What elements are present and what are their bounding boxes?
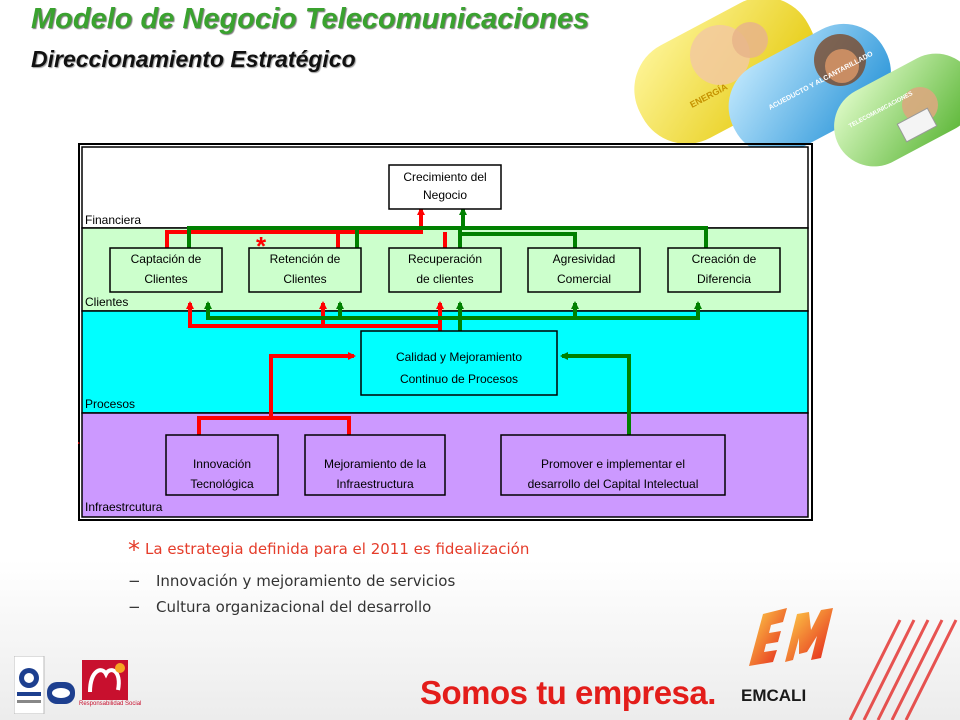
svg-text:Calidad y Mejoramiento: Calidad y Mejoramiento <box>396 350 522 364</box>
arrow-green-to-agresividad <box>460 301 702 320</box>
diagram-star-marker: * <box>256 231 267 261</box>
svg-text:Retención de: Retención de <box>270 252 341 266</box>
decorative-stripes <box>848 619 958 720</box>
svg-text:desarrollo del Capital Intelec: desarrollo del Capital Intelectual <box>528 477 699 491</box>
box-captacion: Captación de Clientes <box>109 247 223 293</box>
note-star-marker: * <box>128 536 140 564</box>
svg-text:Mejoramiento de la: Mejoramiento de la <box>324 457 426 471</box>
box-mejoramiento: Mejoramiento de la Infraestructura <box>304 434 446 496</box>
svg-text:Innovación: Innovación <box>193 457 251 471</box>
svg-text:Tecnológica: Tecnológica <box>190 477 254 491</box>
svg-text:Negocio: Negocio <box>423 188 467 202</box>
arrow-red-infra-calidad <box>197 416 351 435</box>
svg-text:Captación de: Captación de <box>131 252 202 266</box>
page-subtitle: Direccionamiento Estratégico <box>31 46 356 72</box>
slogan: Somos tu empresa. <box>420 674 716 711</box>
box-recuperacion: Recuperación de clientes <box>388 247 502 293</box>
svg-text:Diferencia: Diferencia <box>697 272 751 286</box>
note-item-1: −Innovación y mejoramiento de servicios <box>128 572 529 590</box>
note-dash: − <box>128 572 141 590</box>
arrow-green-agresividad-up <box>460 232 577 250</box>
page-title: Modelo de Negocio Telecomunicaciones <box>31 3 590 35</box>
arrow-red-calidad-clientes <box>186 301 442 333</box>
box-agresividad: Agresividad Comercial <box>527 247 641 293</box>
certification-logos <box>14 656 75 714</box>
band-label-clientes: Clientes <box>85 295 128 309</box>
responsabilidad-social-logo <box>82 660 128 700</box>
note-item-1-text: Innovación y mejoramiento de servicios <box>156 572 456 590</box>
svg-text:Crecimiento del: Crecimiento del <box>403 170 486 184</box>
arrow-green-calidad-clientes <box>204 301 462 333</box>
band-label-procesos: Procesos <box>85 397 135 411</box>
svg-text:Infraestructura: Infraestructura <box>336 477 414 491</box>
box-promover: Promover e implementar el desarrollo del… <box>500 434 726 496</box>
svg-text:Comercial: Comercial <box>557 272 611 286</box>
svg-text:Creación de: Creación de <box>692 252 757 266</box>
rs-label: Responsabilidad Social <box>79 701 142 707</box>
box-retencion: Retención de Clientes <box>248 247 362 293</box>
emcali-brand-name: EMCALI <box>741 686 807 705</box>
svg-text:Promover e implementar el: Promover e implementar el <box>541 457 685 471</box>
svg-text:Continuo de Procesos: Continuo de Procesos <box>400 372 518 386</box>
strategy-note: * La estrategia definida para el 2011 es … <box>128 536 529 564</box>
svg-text:Clientes: Clientes <box>283 272 326 286</box>
arrow-red-clientes-crecimiento <box>165 207 425 250</box>
svg-text:Recuperación: Recuperación <box>408 252 482 266</box>
telecom-pill: TELECOMUNICACIONES <box>834 53 960 167</box>
band-label-financiera: Financiera <box>85 213 141 227</box>
strategy-note-text: La estrategia definida para el 2011 es f… <box>145 540 530 558</box>
arrow-red-infra-up <box>269 352 356 418</box>
band-label-infraestructura: Infraestrcutura <box>85 500 163 514</box>
strategy-notes: * La estrategia definida para el 2011 es … <box>128 536 529 616</box>
box-innovacion: Innovación Tecnológica <box>165 434 279 496</box>
box-crecimiento: Crecimiento del Negocio <box>388 164 502 210</box>
note-item-2-text: Cultura organizacional del desarrollo <box>156 598 432 616</box>
arrow-green-promover-calidad <box>560 352 631 435</box>
services-banner: ENERGÍA ACUEDUCTO Y ALCANTARILLADO TELEC… <box>634 0 960 167</box>
note-item-2: −Cultura organizacional del desarrollo <box>128 598 529 616</box>
box-creacion: Creación de Diferencia <box>667 247 781 293</box>
emcali-logo-icon <box>749 608 833 666</box>
arrow-green-clientes-crecimiento <box>187 226 708 250</box>
svg-text:de clientes: de clientes <box>416 272 473 286</box>
svg-text:Agresividad: Agresividad <box>553 252 616 266</box>
svg-text:Clientes: Clientes <box>144 272 187 286</box>
energia-pill: ENERGÍA <box>634 0 817 144</box>
strategy-map-diagram: Financiera Clientes Procesos Infraestrcu… <box>78 143 813 521</box>
note-dash: − <box>128 598 141 616</box>
box-calidad: Calidad y Mejoramiento Continuo de Proce… <box>360 330 558 396</box>
